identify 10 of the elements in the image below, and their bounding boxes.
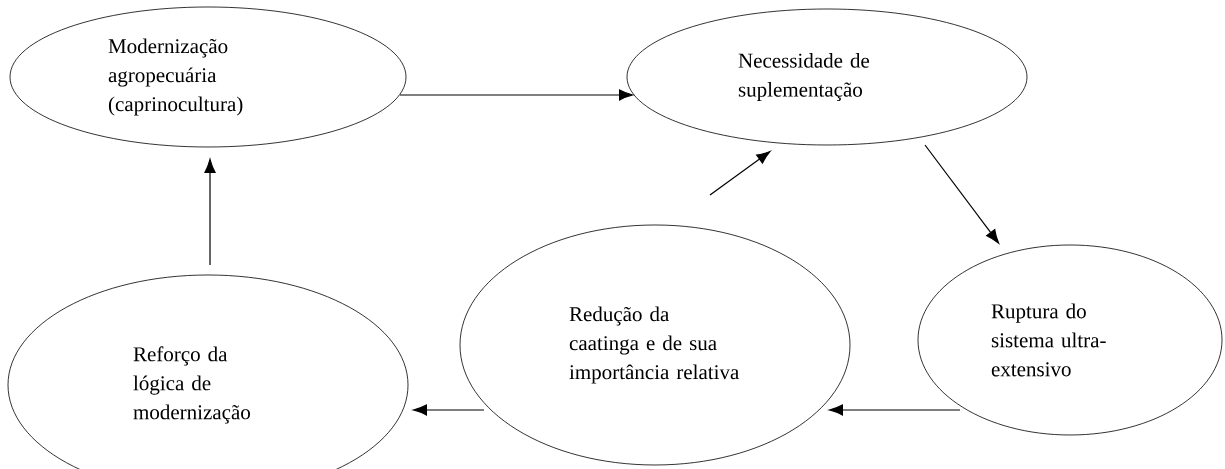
ellipse-node: Ruptura do sistema ultra-extensivo (917, 244, 1223, 436)
arrow (709, 150, 771, 196)
arrow (399, 89, 634, 101)
arrow (412, 404, 485, 416)
ellipse-node: Modernização agropecuária (caprinocultura) (9, 6, 407, 148)
ellipse-node: Necessidade de suplementação (626, 8, 1028, 146)
ellipse-node: Redução da caatinga e de sua importância relativa (459, 224, 851, 466)
arrow (924, 144, 1000, 244)
arrow (204, 158, 216, 266)
arrow (828, 404, 961, 416)
